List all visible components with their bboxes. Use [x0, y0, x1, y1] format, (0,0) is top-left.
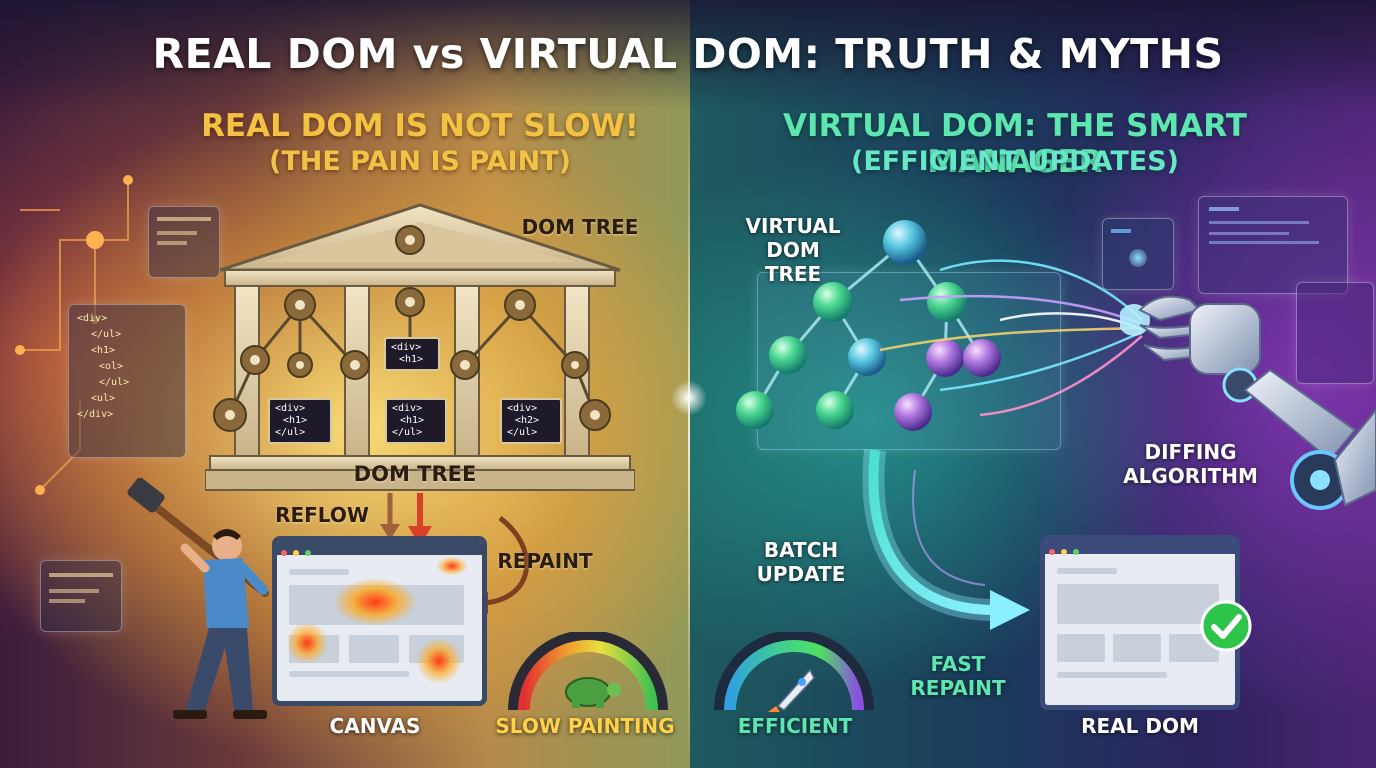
code-snippet: <div> <h1> </ul>: [268, 398, 332, 444]
left-heading: REAL DOM IS NOT SLOW!: [201, 108, 639, 144]
snippet-line: <h2>: [515, 415, 540, 426]
code-line: <h1>: [91, 345, 116, 356]
center-divider: [688, 110, 690, 760]
snippet-line: <div>: [275, 403, 306, 414]
fast-repaint-label: FAST REPAINT: [898, 652, 1018, 700]
snippet-line: <div>: [392, 403, 423, 414]
page-title: REAL DOM vs VIRTUAL DOM: TRUTH & MYTHS: [152, 30, 1224, 78]
virtual-dom-tree-label: VIRTUAL DOM TREE: [738, 214, 848, 286]
snippet-line: </ul>: [507, 427, 538, 438]
snippet-line: <h1>: [399, 354, 424, 365]
code-line: <ol>: [99, 361, 124, 372]
batch-update-label: BATCH UPDATE: [746, 538, 856, 586]
heat-spot: [417, 639, 461, 683]
heat-spot: [287, 623, 327, 663]
code-panel-right-c: [1296, 282, 1374, 384]
code-snippet: <div> <h1>: [384, 337, 440, 371]
code-panel-right-b: [1198, 196, 1348, 294]
code-line: <ul>: [91, 393, 116, 404]
code-line: </ul>: [99, 377, 130, 388]
snippet-line: <div>: [507, 403, 538, 414]
top-shade: [0, 0, 1376, 110]
batch-line2: UPDATE: [756, 562, 846, 586]
fast-line1: FAST: [930, 652, 986, 676]
right-subheading: (EFFICIENT UPDATES): [850, 146, 1179, 177]
virtual-dom-tree-illustration: [736, 220, 1001, 431]
diffing-light-streams: [880, 259, 1143, 417]
right-heading: VIRTUAL DOM: THE SMART MANAGER: [783, 108, 1247, 180]
code-snippet: <div> <h1> </ul>: [385, 398, 447, 444]
code-panel-bottom: [40, 560, 122, 632]
code-line: </ul>: [91, 329, 122, 340]
slow-gauge-icon: [508, 632, 668, 711]
robot-arm-icon: [1120, 295, 1376, 510]
canvas-label: CANVAS: [329, 714, 421, 738]
canvas-browser-window: [272, 536, 487, 706]
diffing-line2: ALGORITHM: [1123, 464, 1258, 488]
efficient-gauge-icon: [714, 632, 874, 712]
circuit-node-icon: [86, 231, 104, 249]
circuit-lines: [15, 175, 133, 495]
browser-bar: [277, 541, 482, 556]
snippet-line: <h1>: [283, 415, 308, 426]
diffing-algorithm-label: DIFFING ALGORITHM: [1118, 440, 1263, 488]
snippet-line: </ul>: [392, 427, 423, 438]
code-panel-top: [148, 206, 220, 278]
efficient-label: EFFICIENT: [737, 714, 853, 738]
checkmark-icon: [1200, 600, 1252, 652]
reflow-label: REFLOW: [275, 503, 369, 527]
dom-temple-illustration: [205, 203, 635, 491]
code-snippet: <div> <h2> </ul>: [500, 398, 562, 444]
batch-line1: BATCH: [763, 538, 839, 562]
code-line: </div>: [77, 409, 114, 420]
code-panel-right-a: [1102, 218, 1174, 290]
heat-spot: [437, 557, 467, 575]
snippet-line: <div>: [391, 342, 422, 353]
dom-tree-label-base: DOM TREE: [353, 462, 477, 486]
divider-glow: [671, 380, 707, 416]
slow-painting-label: SLOW PAINTING: [495, 714, 675, 738]
code-line: <div>: [77, 313, 108, 324]
code-panel-side: <div> </ul> <h1> <ol> </ul> <ul> </div>: [68, 304, 186, 458]
virtual-dom-label-line2: DOM TREE: [764, 238, 822, 286]
batch-update-arrow: [862, 448, 1030, 630]
snippet-line: </ul>: [275, 427, 306, 438]
repaint-label: REPAINT: [497, 549, 593, 573]
snippet-line: <h1>: [400, 415, 425, 426]
fast-line2: REPAINT: [910, 676, 1006, 700]
hammer-worker-icon: [127, 478, 269, 719]
left-subheading: (THE PAIN IS PAINT): [269, 146, 571, 177]
dom-tree-label-top: DOM TREE: [521, 215, 639, 239]
browser-bar: [1045, 540, 1235, 555]
diffing-line1: DIFFING: [1144, 440, 1237, 464]
heat-spot: [335, 579, 415, 625]
virtual-dom-label-line1: VIRTUAL: [745, 214, 841, 238]
real-dom-label: REAL DOM: [1081, 714, 1199, 738]
